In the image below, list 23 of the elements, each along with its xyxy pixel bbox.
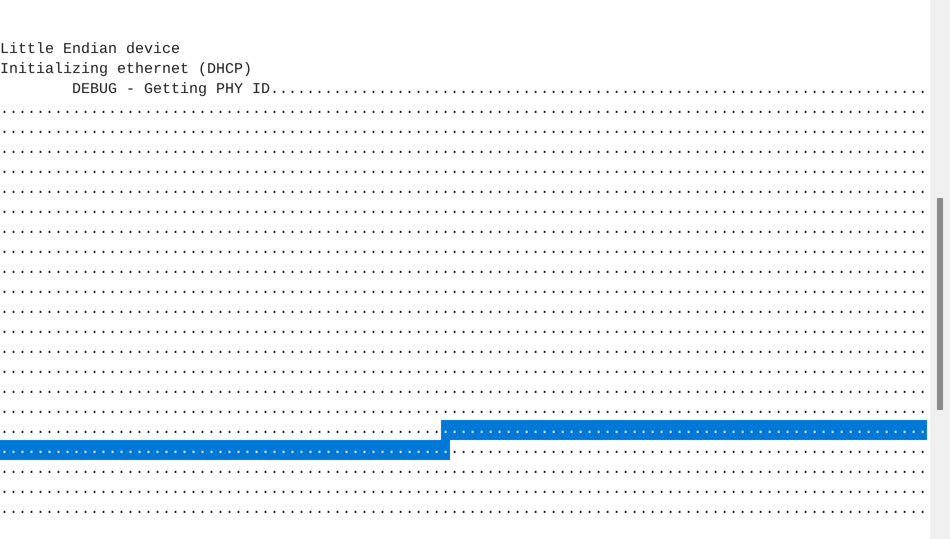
console-line: .......................................................................................................	[0, 480, 928, 500]
console-line: .......................................................................................................	[0, 220, 928, 240]
console-line: Initializing ethernet (DHCP)	[0, 60, 252, 80]
console-line: DEBUG - Getting PHY ID.........................................................................	[72, 80, 928, 100]
console-line: .......................................................................................................	[0, 180, 928, 200]
console-line: .......................................................................................................	[0, 280, 928, 300]
console-line: .......................................................................................................	[0, 100, 928, 120]
console-line: .......................................................................................................	[0, 400, 928, 420]
console-line: .......................................................................................................	[0, 380, 928, 400]
console-line: .......................................................................................................	[0, 440, 928, 460]
console-line: .......................................................................................................	[0, 360, 928, 380]
console-line: .......................................................................................................	[0, 260, 928, 280]
console-line: Little Endian device	[0, 40, 180, 60]
console-line: .......................................................................................................	[0, 320, 928, 340]
console-line: .......................................................................................................	[0, 500, 928, 520]
console-line: .......................................................................................................	[0, 140, 928, 160]
console-line: .......................................................................................................	[0, 340, 928, 360]
console-line: .......................................................................................................	[0, 300, 928, 320]
console-line: .......................................................................................................	[0, 120, 928, 140]
console-line: .......................................................................................................	[0, 200, 928, 220]
console-line: .......................................................................................................	[0, 240, 928, 260]
console-line: .......................................................................................................	[0, 460, 928, 480]
console-line: .......................................................................................................	[0, 160, 928, 180]
